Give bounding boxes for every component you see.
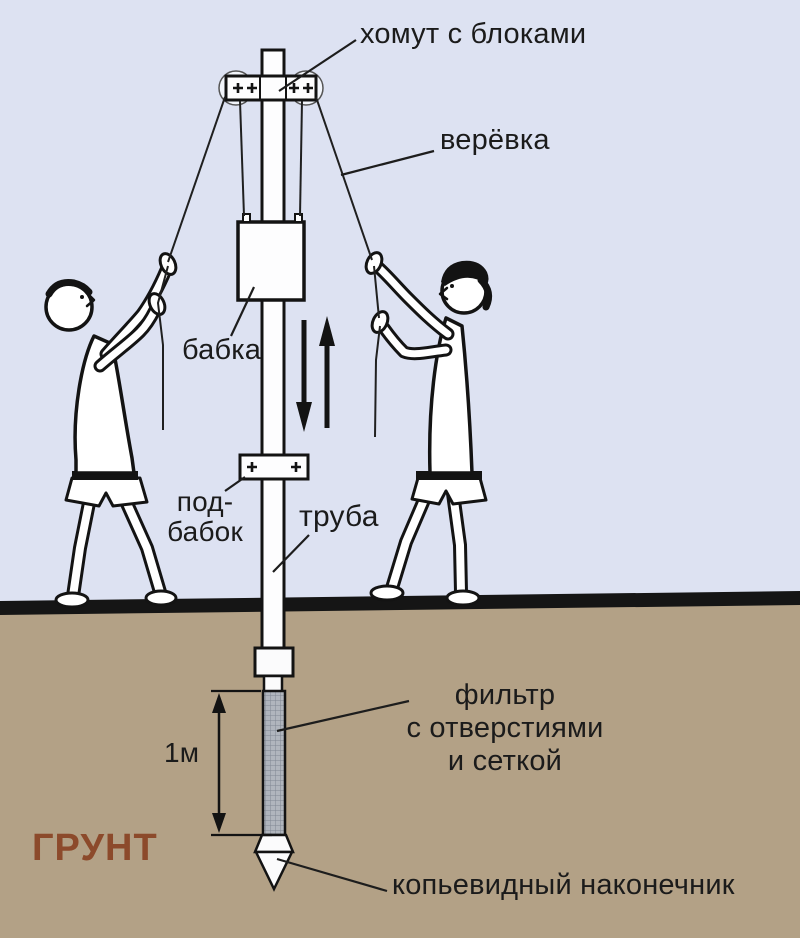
clamp-bolts [233, 83, 313, 93]
weight-hook [294, 213, 303, 223]
pipe-coupling [253, 646, 295, 678]
left-worker-eye [80, 295, 84, 299]
left-worker-belt [72, 471, 138, 480]
left-worker-hand [147, 292, 167, 316]
ground-line [0, 591, 800, 615]
clamp-with-blocks [218, 70, 324, 106]
right-worker-eye [450, 284, 454, 288]
filter-section [261, 689, 287, 837]
pipe-shaft [260, 48, 286, 662]
right-worker-belt [416, 471, 482, 480]
left-worker-hand [158, 252, 178, 276]
label-driver-weight: бабка [182, 334, 262, 366]
leader-clamp [278, 39, 357, 92]
worker-left-figure [44, 252, 178, 609]
left-worker-foot [54, 591, 90, 609]
soil-background [0, 592, 800, 938]
left-worker-foot [144, 589, 178, 607]
leader-rope [340, 149, 435, 177]
ropes [156, 96, 381, 438]
filter-dimension [211, 689, 272, 837]
leader-truba [272, 534, 310, 573]
sub-weight-clamp [238, 453, 310, 481]
label-clamp-with-blocks: хомут с блоками [360, 18, 587, 50]
label-soil: ГРУНТ [32, 827, 158, 869]
label-sub-weight: под- бабок [167, 486, 243, 547]
label-pipe: труба [299, 500, 379, 533]
right-worker-hair [477, 276, 493, 311]
label-filter: фильтр с отверстиями и сеткой [406, 679, 604, 777]
left-worker-torso [73, 334, 136, 475]
right-worker-shorts [410, 476, 488, 506]
leader-babka [230, 286, 255, 337]
leader-tip [276, 857, 388, 893]
pipe-neck [262, 674, 284, 694]
right-worker-nose [438, 286, 449, 301]
leader-podbabok [224, 476, 246, 492]
right-worker-hand [364, 251, 384, 275]
left-worker-shorts [64, 476, 149, 508]
leader-lines [224, 39, 435, 893]
right-worker-foot [369, 584, 405, 602]
right-worker-hand [370, 310, 390, 334]
worker-right-figure [364, 251, 493, 607]
left-worker-hair [45, 279, 93, 298]
motion-arrows [296, 316, 335, 432]
label-spear-tip: копьевидный наконечник [392, 869, 735, 901]
weight-hook [242, 213, 251, 223]
label-filter-length: 1м [164, 737, 200, 768]
right-worker-foot [445, 589, 481, 607]
left-worker-nose [85, 292, 96, 308]
underground-assembly [253, 646, 295, 892]
right-worker-cap [441, 260, 489, 286]
tip-collar [253, 833, 295, 854]
label-rope: верёвка [440, 124, 550, 156]
leader-filter [276, 699, 410, 733]
driver-weight-box [236, 213, 306, 302]
